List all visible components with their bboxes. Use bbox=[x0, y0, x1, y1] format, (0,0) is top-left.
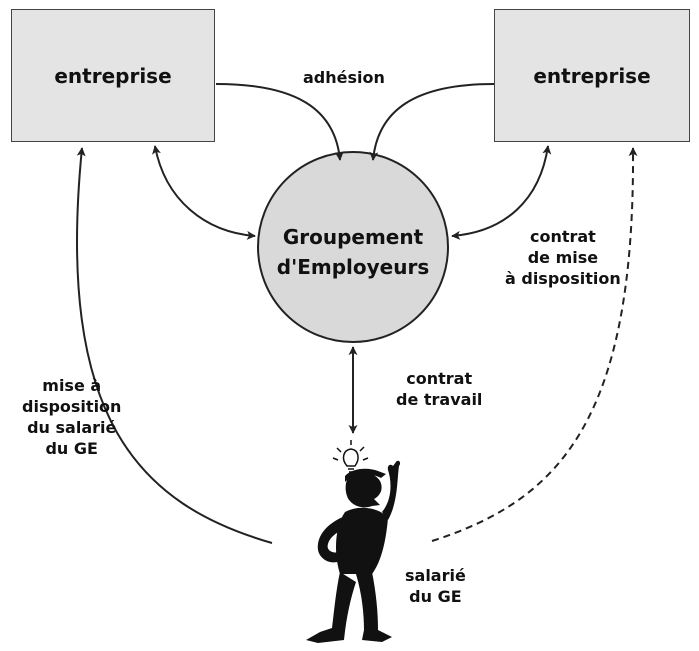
label-adhesion: adhésion bbox=[303, 67, 385, 88]
entreprise-right-box: entreprise bbox=[494, 9, 690, 142]
entreprise-right-label: entreprise bbox=[533, 63, 651, 88]
entreprise-left-box: entreprise bbox=[11, 9, 215, 142]
arrow-adhesion-left bbox=[215, 83, 344, 161]
label-line: de travail bbox=[396, 390, 483, 409]
lightbulb-icon bbox=[332, 440, 369, 473]
label-line: du salarié bbox=[27, 418, 117, 437]
label-adhesion-text: adhésion bbox=[303, 68, 385, 87]
label-line: du GE bbox=[45, 439, 98, 458]
label-line: à disposition bbox=[505, 269, 621, 288]
label-contrat-de-travail: contrat de travail bbox=[396, 368, 482, 410]
label-line: de mise bbox=[527, 248, 599, 267]
label-contrat-mise-a-disposition: contrat de mise à disposition bbox=[505, 226, 621, 289]
entreprise-left-label: entreprise bbox=[54, 63, 172, 88]
arrow-right-box-circle bbox=[451, 145, 552, 240]
arrow-left-box-circle bbox=[152, 145, 256, 240]
groupement-label-line1: Groupement bbox=[282, 225, 424, 249]
label-line: salarié bbox=[405, 566, 466, 585]
groupement-label-line2: d'Employeurs bbox=[276, 255, 430, 279]
arrow-adhesion-right bbox=[369, 83, 495, 161]
arrow-mise-disposition bbox=[75, 147, 273, 544]
groupement-label: Groupement d'Employeurs bbox=[263, 222, 443, 282]
label-line: contrat bbox=[529, 227, 596, 246]
label-line: contrat bbox=[406, 369, 473, 388]
arrow-dashed-right bbox=[431, 147, 638, 542]
label-salarie-du-ge: salarié du GE bbox=[405, 565, 466, 607]
label-line: mise à bbox=[42, 376, 102, 395]
person-idea-icon bbox=[306, 440, 401, 643]
label-line: disposition bbox=[22, 397, 122, 416]
label-line: du GE bbox=[409, 587, 462, 606]
groupement-circle bbox=[257, 151, 449, 343]
label-mise-a-disposition-du-salarie: mise à disposition du salarié du GE bbox=[22, 375, 121, 459]
